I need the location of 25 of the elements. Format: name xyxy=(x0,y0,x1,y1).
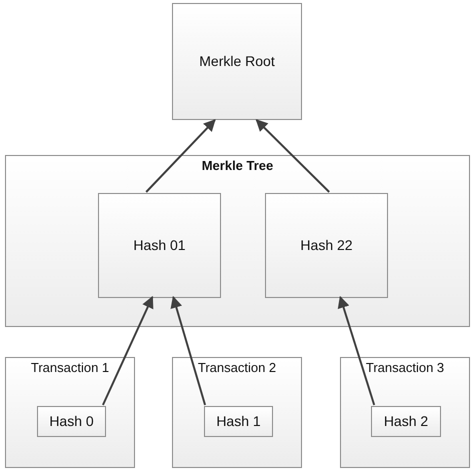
node-label: Hash 1 xyxy=(216,412,261,431)
hash-box xyxy=(265,193,388,298)
group-box xyxy=(340,357,470,468)
group-title: Transaction 2 xyxy=(198,359,276,376)
group-title: Transaction 1 xyxy=(30,359,110,376)
arrow xyxy=(256,119,330,193)
hash-box xyxy=(98,193,221,298)
hash-box xyxy=(172,3,302,120)
group-title: Transaction 3 xyxy=(366,359,444,376)
hash-box xyxy=(371,406,441,437)
group-box xyxy=(172,357,302,468)
arrow xyxy=(170,296,206,406)
group-box xyxy=(5,155,470,327)
node-label: Hash 22 xyxy=(300,236,353,255)
node-label: Hash 0 xyxy=(49,412,94,431)
arrow xyxy=(102,296,154,406)
arrow xyxy=(338,296,376,406)
node-label: Hash 2 xyxy=(384,412,428,431)
hash-box xyxy=(37,406,106,437)
arrow xyxy=(145,119,216,193)
group-box xyxy=(5,357,135,468)
node-label: Hash 01 xyxy=(133,236,186,255)
hash-box xyxy=(204,406,273,437)
group-title: Merkle Tree xyxy=(202,157,274,174)
node-label: Merkle Root xyxy=(199,52,275,71)
